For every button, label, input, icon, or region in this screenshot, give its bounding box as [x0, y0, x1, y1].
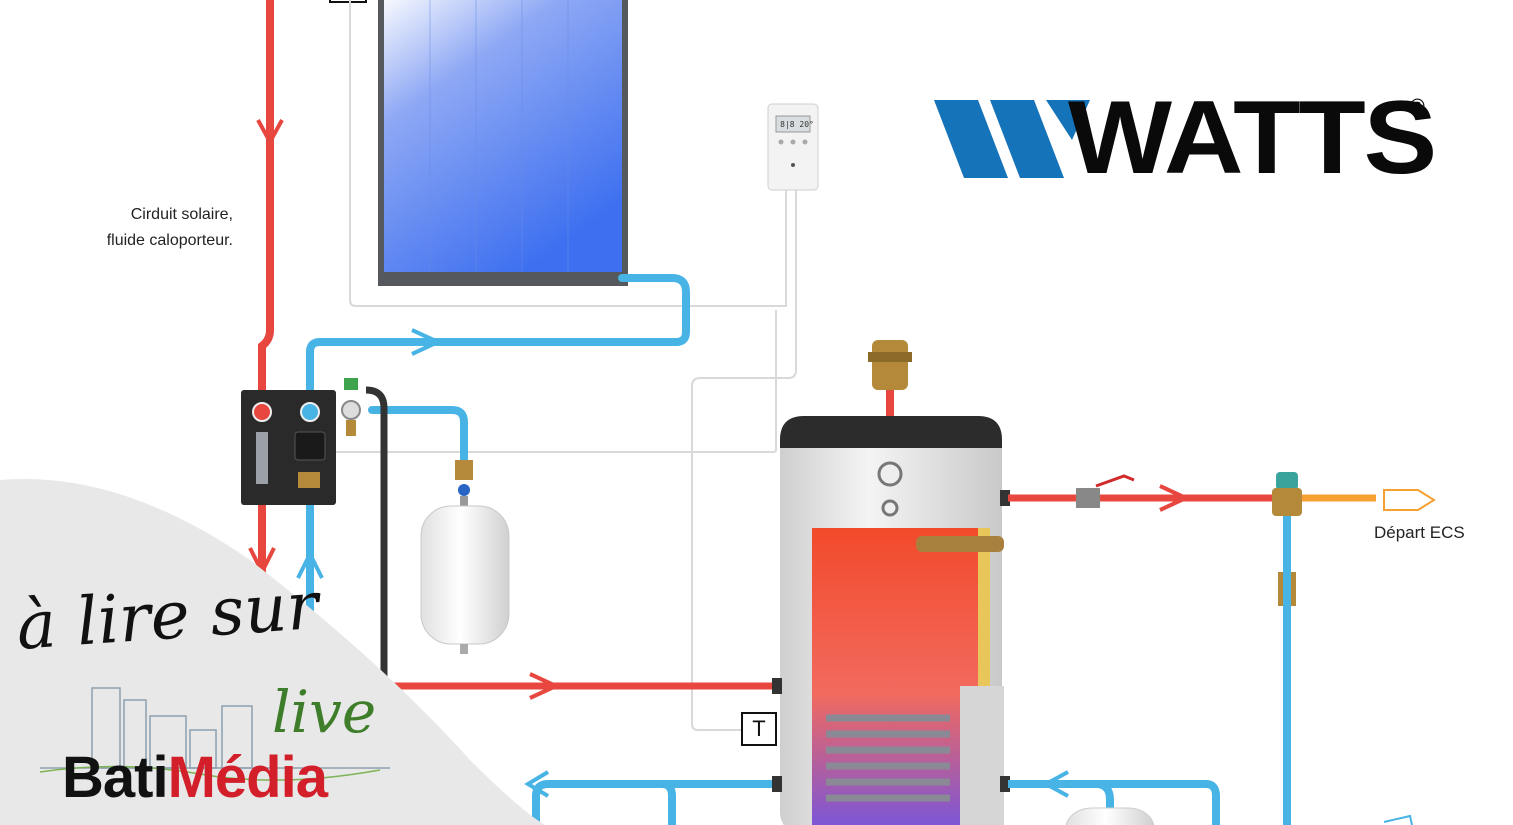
safety-valve-group — [341, 378, 361, 436]
solar-controller — [767, 103, 819, 191]
solar-hot-line — [258, 0, 274, 614]
flow-arrow-left — [1041, 770, 1069, 798]
solar-expansion-vessel — [420, 460, 510, 654]
promo-panel — [0, 479, 545, 825]
batimedia-logo-part1: Bati — [62, 745, 169, 810]
coil-cold-line — [524, 770, 776, 825]
flow-arrow-right — [411, 328, 443, 356]
flow-arrow-down — [256, 119, 284, 147]
solar-collector — [378, 0, 628, 286]
flow-arrow-up — [296, 549, 324, 579]
dhw-hot-line — [1008, 474, 1436, 512]
coil-hot-line — [384, 672, 776, 700]
collector-sensor-box — [329, 0, 367, 3]
drain-pipe — [365, 386, 388, 690]
storage-tank — [772, 340, 1010, 825]
promo-skyline-sketch — [39, 687, 390, 781]
batimedia-logo[interactable]: BatiMédia — [62, 745, 328, 810]
controller-display: 8|8 20° — [780, 120, 814, 129]
mixing-valve — [1272, 472, 1302, 606]
hot-water-out-label: Départ ECS — [1374, 523, 1465, 542]
temperature-sensor-label: T — [741, 712, 777, 746]
dhw-expansion-vessel — [1065, 807, 1155, 825]
dhw-cold-line — [1008, 516, 1291, 825]
solar-circuit-label-line1: Cirduit solaire, — [130, 206, 233, 223]
pump-station — [241, 390, 336, 505]
solar-circuit-label-line2: fluide caloporteur. — [106, 232, 233, 249]
batimedia-logo-part2: Média — [167, 745, 328, 810]
solar-circuit-label: Cirduit solaire, fluide caloporteur. — [40, 202, 233, 254]
cold-inlet-marker — [1383, 814, 1413, 825]
watts-logo-mark — [934, 100, 1090, 178]
solar-cold-line — [306, 274, 690, 619]
sensor-wires — [330, 0, 797, 731]
watts-logo-text: WATTS — [1068, 80, 1437, 196]
watts-registered-mark: ® — [1410, 96, 1425, 118]
promo-live-text: live — [272, 678, 377, 746]
